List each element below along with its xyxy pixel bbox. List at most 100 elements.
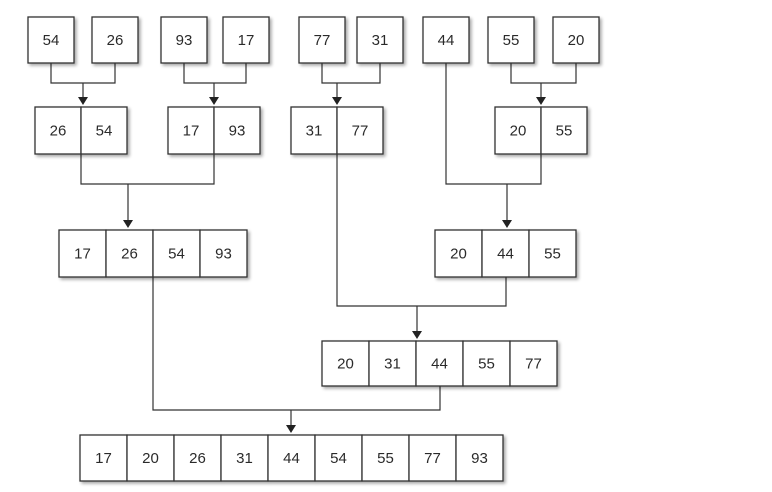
array-cell: 20 [494,106,542,155]
cell-value: 93 [176,32,193,49]
array-cell: 93 [199,229,248,278]
cell-value: 55 [556,123,573,140]
cell-value: 93 [229,123,246,140]
cell-box [434,229,483,278]
cell-box [173,434,222,482]
array-cell: 55 [540,106,588,155]
cell-value: 26 [189,450,206,467]
array-cell: 44 [422,16,470,64]
arrow-head [78,97,88,105]
array-group: 55 [487,16,535,64]
connector-line [336,154,507,333]
cell-value: 54 [168,246,185,263]
cell-value: 44 [431,356,448,373]
cell-value: 77 [525,356,542,373]
array-cell: 31 [220,434,269,482]
cell-box [220,434,269,482]
cell-box [481,229,530,278]
arrow-head [332,97,342,105]
cell-box [368,340,417,387]
connector-line [50,63,116,99]
cell-value: 55 [503,32,520,49]
cell-box [167,106,215,155]
array-cell: 77 [336,106,384,155]
cell-value: 17 [183,123,200,140]
array-cell: 17 [222,16,270,64]
cell-value: 31 [306,123,323,140]
arrow-head [502,220,512,228]
cell-value: 31 [372,32,389,49]
cell-value: 54 [330,450,347,467]
cell-box [34,106,82,155]
cell-box [58,229,107,278]
array-cell: 93 [455,434,504,482]
cell-value: 54 [43,32,60,49]
cell-value: 17 [95,450,112,467]
connector-line [510,63,577,99]
cell-box [222,16,270,64]
array-cell: 54 [80,106,128,155]
array-cell: 55 [462,340,511,387]
cell-box [213,106,261,155]
cell-value: 77 [314,32,331,49]
cell-value: 93 [215,246,232,263]
cell-box [408,434,457,482]
array-cell: 20 [552,16,600,64]
cell-value: 17 [238,32,255,49]
array-cell: 55 [487,16,535,64]
array-cell: 54 [152,229,201,278]
array-cell: 26 [34,106,82,155]
cell-box [199,229,248,278]
array-cell: 26 [105,229,154,278]
array-cell: 20 [126,434,175,482]
array-cell: 26 [91,16,139,64]
cell-box [105,229,154,278]
array-group: 20 [552,16,600,64]
cell-value: 20 [337,356,354,373]
array-cell: 93 [160,16,208,64]
array-cell: 77 [509,340,558,387]
array-cell: 44 [415,340,464,387]
array-cell: 31 [368,340,417,387]
cell-value: 44 [438,32,455,49]
cell-box [540,106,588,155]
cell-value: 20 [510,123,527,140]
arrow-head [123,220,133,228]
array-cell: 44 [481,229,530,278]
array-group: 77 [298,16,346,64]
cell-value: 77 [424,450,441,467]
cell-box [487,16,535,64]
cell-value: 26 [50,123,67,140]
connector-line [183,63,247,99]
cell-box [455,434,504,482]
cell-box [91,16,139,64]
array-cell: 93 [213,106,261,155]
array-cell: 54 [314,434,363,482]
cell-value: 93 [471,450,488,467]
cell-box [361,434,410,482]
connector-lines [50,63,577,433]
cell-value: 20 [142,450,159,467]
cell-box [298,16,346,64]
array-group: 31 [356,16,404,64]
arrow-head [286,425,296,433]
cell-box [290,106,338,155]
cell-box [509,340,558,387]
array-group: 44 [422,16,470,64]
array-cell: 20 [321,340,370,387]
connector-line [80,154,215,222]
arrow-head [536,97,546,105]
array-cell: 17 [167,106,215,155]
arrow-head [209,97,219,105]
array-cell: 44 [267,434,316,482]
array-cell: 54 [27,16,75,64]
array-group: 31 77 [290,106,384,155]
cell-box [415,340,464,387]
array-group: 20 31 44 55 77 [321,340,558,387]
cell-box [80,106,128,155]
